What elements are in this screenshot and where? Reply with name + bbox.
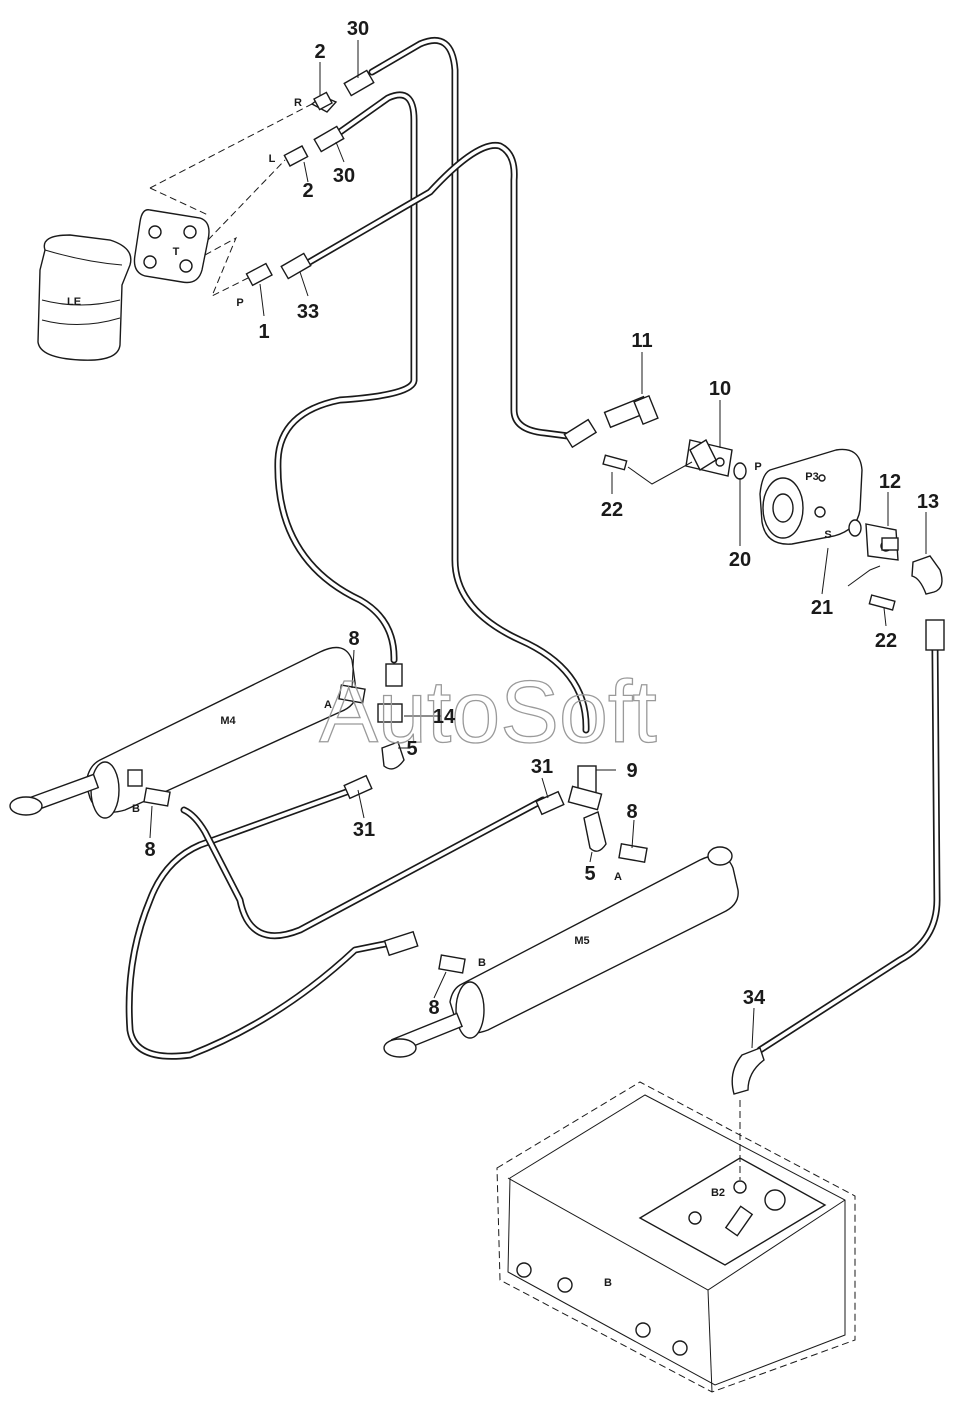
elbow-13 bbox=[911, 555, 943, 595]
bolt-22-upper bbox=[602, 454, 693, 485]
callout-22-upper: 22 bbox=[601, 499, 623, 521]
callout-34: 34 bbox=[743, 987, 766, 1009]
label-m5: M5 bbox=[574, 935, 589, 947]
leader-lines bbox=[149, 40, 927, 1049]
callout-30-mid: 30 bbox=[333, 165, 355, 187]
o-ring-20 bbox=[733, 462, 747, 480]
hose-31-right bbox=[180, 796, 547, 940]
label-p-pump: P bbox=[754, 461, 761, 473]
flange-fitting-10 bbox=[685, 438, 733, 477]
callout-20: 20 bbox=[729, 549, 751, 571]
valve-plate-t bbox=[133, 209, 210, 284]
cylinder-m4 bbox=[9, 646, 357, 819]
callout-8-m4-a: 8 bbox=[348, 628, 359, 650]
callout-13: 13 bbox=[917, 491, 939, 513]
label-b-m5: B bbox=[478, 957, 486, 969]
hose-33 bbox=[302, 141, 572, 440]
fitting-2-r bbox=[310, 91, 338, 113]
hose-31-elbow-lower bbox=[383, 930, 419, 957]
callout-31-left: 31 bbox=[353, 819, 375, 841]
port-reference-lines bbox=[149, 103, 313, 298]
cylinder-m5 bbox=[383, 846, 739, 1058]
fitting-8-m5-a bbox=[618, 843, 648, 863]
o-ring-21 bbox=[848, 519, 862, 537]
watermark-text: AutoSoft bbox=[319, 662, 657, 761]
fitting-33 bbox=[280, 252, 312, 280]
hydraulic-tank bbox=[496, 1081, 856, 1393]
hose-31-fitting-right bbox=[535, 790, 565, 816]
tee-fitting-14 bbox=[377, 663, 403, 723]
label-p3: P3 bbox=[805, 471, 818, 483]
callout-5-left: 5 bbox=[406, 738, 417, 760]
bolt-22-lower bbox=[847, 565, 896, 611]
elbow-5-right bbox=[583, 811, 607, 852]
pump-p3 bbox=[759, 448, 863, 545]
tee-fitting-9 bbox=[567, 765, 603, 811]
callout-10: 10 bbox=[709, 378, 731, 400]
label-a-m5: A bbox=[614, 871, 622, 883]
callout-8-m5-b: 8 bbox=[428, 997, 439, 1019]
fitting-30-b bbox=[313, 125, 345, 153]
label-m4: M4 bbox=[220, 715, 236, 727]
tee-fitting-11 bbox=[603, 394, 659, 429]
callout-8-m5-a: 8 bbox=[626, 801, 637, 823]
fitting-8-m4-a bbox=[338, 684, 366, 704]
hose-31-left bbox=[125, 786, 394, 1060]
callout-8-m4-b: 8 bbox=[144, 839, 155, 861]
label-r: R bbox=[294, 97, 302, 109]
fitting-8-m4-b bbox=[143, 787, 171, 807]
label-b-tank: B bbox=[604, 1277, 612, 1289]
hose-30-upper bbox=[368, 36, 590, 734]
fitting-8-m5-b bbox=[438, 954, 466, 974]
callout-30-top: 30 bbox=[347, 18, 369, 40]
hose-30-lower bbox=[274, 91, 418, 664]
callout-1: 1 bbox=[258, 321, 269, 343]
callout-5-right: 5 bbox=[584, 863, 595, 885]
fitting-30-a bbox=[343, 69, 375, 97]
callout-21: 21 bbox=[811, 597, 833, 619]
callout-2-mid: 2 bbox=[302, 180, 313, 202]
label-l: L bbox=[269, 153, 276, 165]
label-a-m4: A bbox=[324, 699, 332, 711]
callout-14: 14 bbox=[433, 706, 456, 728]
label-t: T bbox=[173, 246, 180, 258]
hose-34 bbox=[756, 646, 941, 1054]
hose-31-fitting-left bbox=[343, 774, 373, 800]
fitting-2-l bbox=[283, 145, 309, 167]
label-s-pump: S bbox=[824, 529, 831, 541]
elbow-5-left bbox=[381, 741, 405, 770]
callout-9: 9 bbox=[626, 760, 637, 782]
steering-unit-le bbox=[37, 234, 132, 361]
callout-2-top: 2 bbox=[314, 41, 325, 63]
label-p-valve: P bbox=[236, 297, 243, 309]
label-b2: B2 bbox=[711, 1187, 725, 1199]
flange-12 bbox=[865, 523, 899, 561]
elbow-34 bbox=[731, 1047, 765, 1095]
callout-11: 11 bbox=[631, 330, 652, 352]
fitting-hose-elbow-upper bbox=[563, 418, 598, 449]
callout-22-lower: 22 bbox=[875, 630, 897, 652]
label-b-m4: B bbox=[132, 803, 140, 815]
hose-34-upper-fitting bbox=[925, 619, 945, 651]
callout-33: 33 bbox=[297, 301, 319, 323]
callout-12: 12 bbox=[879, 471, 901, 493]
callout-31-right: 31 bbox=[531, 756, 553, 778]
label-le: LE bbox=[67, 296, 81, 308]
fitting-1 bbox=[245, 262, 273, 287]
